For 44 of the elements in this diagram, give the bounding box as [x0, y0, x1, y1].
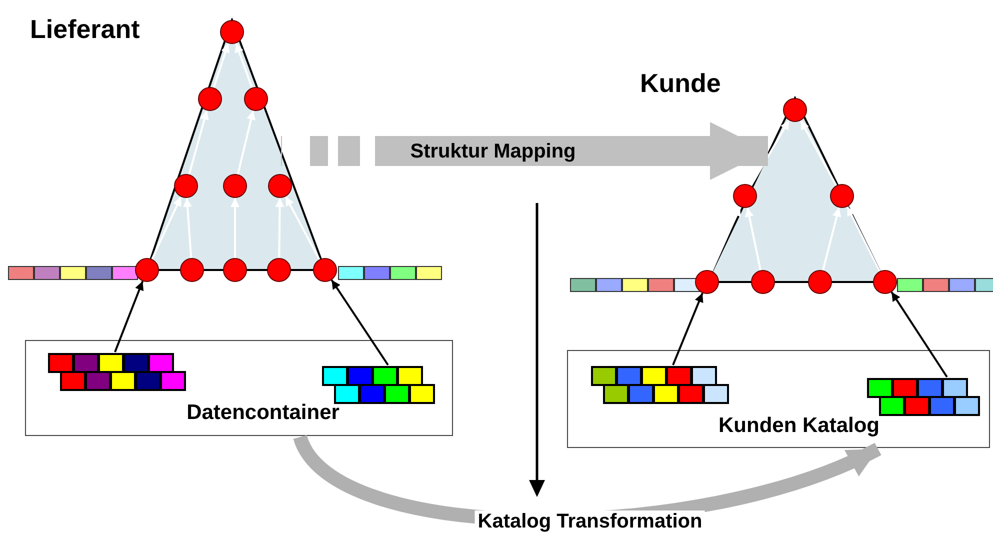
arrow	[275, 198, 284, 258]
arrow	[114, 280, 144, 352]
tree-node-circle	[873, 270, 897, 294]
arrow	[710, 206, 742, 272]
tree-node-circle	[751, 270, 775, 294]
arrow	[672, 292, 704, 366]
tree-node-circle	[695, 270, 719, 294]
arrow	[284, 196, 320, 260]
arrow	[230, 198, 240, 258]
tree-node-circle	[198, 87, 222, 111]
color-blocks-drawing	[591, 366, 728, 404]
tree-heading: Kunde	[640, 68, 721, 99]
color-blocks-drawing	[322, 366, 434, 404]
tree-node-circle	[830, 184, 854, 208]
tree-node-circle	[180, 258, 204, 282]
arrow	[822, 207, 842, 271]
arrow	[750, 120, 790, 186]
tree-node-circle	[783, 98, 807, 122]
arrow	[744, 208, 762, 270]
tree-node-circle	[135, 258, 159, 282]
tree-node-circle	[313, 258, 337, 282]
arrow	[151, 196, 182, 260]
tree-node-circle	[733, 184, 757, 208]
box-title: Kunden Katalog	[718, 414, 880, 438]
tree-node-circle	[808, 270, 832, 294]
tree-node-circle	[220, 20, 244, 44]
arrow	[188, 110, 209, 175]
arrow	[183, 198, 192, 258]
arrow	[800, 120, 838, 186]
color-blocks-drawing	[867, 378, 979, 416]
edge-label: Katalog Transformation	[474, 510, 706, 534]
arrow	[212, 43, 230, 88]
catalog-box	[25, 340, 453, 436]
arrow	[846, 206, 881, 272]
tree-node-circle	[267, 258, 291, 282]
arrow	[234, 42, 253, 88]
arrow	[330, 279, 389, 366]
tree-node-circle	[223, 258, 247, 282]
arrow	[236, 110, 256, 175]
arrow	[890, 292, 948, 378]
catalog-box	[567, 350, 990, 448]
tree-heading: Lieferant	[30, 14, 140, 45]
box-title: Datencontainer	[186, 401, 340, 425]
color-blocks-drawing	[48, 353, 185, 391]
